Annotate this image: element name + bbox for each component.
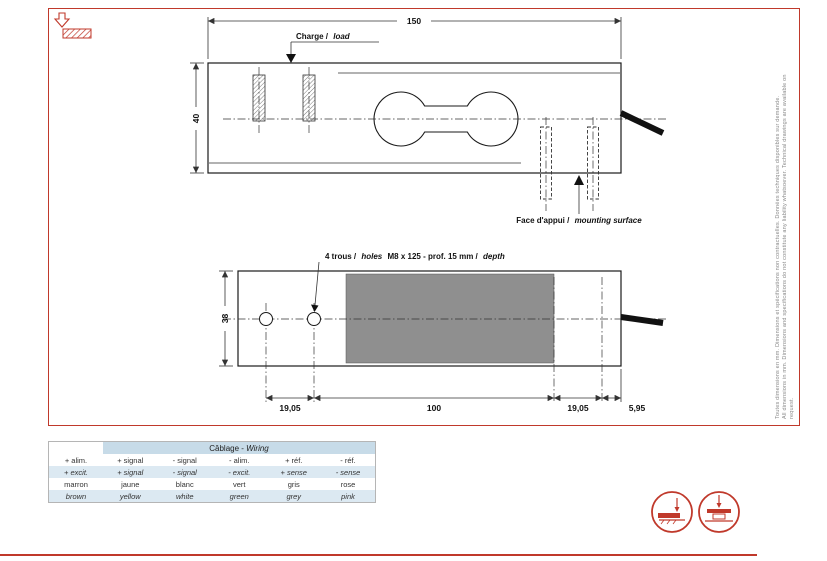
projection-arrow-icon xyxy=(53,12,71,28)
holes-leader-arrow xyxy=(311,304,319,312)
svg-text:Face d'appui / mou: Face d'appui / mounting surface xyxy=(516,216,642,225)
wiring-row-fr-colors: marron jaune blanc vert gris rose xyxy=(49,478,376,490)
wiring-cell: + réf. xyxy=(285,455,303,465)
wiring-cell: - alim. xyxy=(229,455,250,465)
svg-text:Charge / load: Charge / load xyxy=(296,32,351,41)
wiring-cell: - excit. xyxy=(212,466,267,478)
wiring-cell: + excit. xyxy=(48,466,103,478)
wiring-header-en: Wiring xyxy=(246,443,269,453)
wiring-cell: marron xyxy=(64,479,88,489)
wiring-cell: + signal xyxy=(117,455,144,465)
charge-arrow xyxy=(286,54,296,63)
wiring-cell: - réf. xyxy=(340,455,356,465)
wiring-cell: white xyxy=(157,490,212,503)
side-note-en: All dimensions in mm. Dimensions and spe… xyxy=(782,74,795,419)
side-note: Toutes dimensions en mm. Dimensions et s… xyxy=(775,54,796,419)
dim-pitch-left-value: 19,05 xyxy=(279,403,301,413)
wiring-cell: brown xyxy=(48,490,103,503)
wiring-cell: blanc xyxy=(175,479,194,489)
wiring-header-fr: Câblage - xyxy=(209,443,244,453)
mount-hole xyxy=(259,312,273,326)
dim-length-value: 150 xyxy=(407,16,421,26)
recess-area xyxy=(345,273,555,364)
side-view: Charge / load Face d'appui / mounting su… xyxy=(190,16,667,225)
dim-height-value: 40 xyxy=(191,114,201,124)
holes-note-en: holes xyxy=(361,252,382,261)
wiring-cell: vert xyxy=(232,479,246,489)
wiring-cell: green xyxy=(212,490,267,503)
wiring-cell: - signal xyxy=(172,455,197,465)
hatched-bar-icon xyxy=(62,28,92,39)
dim-pitch-right-value: 19,05 xyxy=(567,403,589,413)
mount-hole xyxy=(307,312,321,326)
dim-edge-value: 5,95 xyxy=(629,403,646,413)
wiring-row-en-colors: brown yellow white green grey pink xyxy=(48,490,376,503)
charge-label-en: load xyxy=(333,32,351,41)
load-cell-platform-icon xyxy=(698,491,740,533)
wiring-cell: + alim. xyxy=(64,455,88,465)
load-cell-side-mount-icon xyxy=(651,491,693,533)
load-studs xyxy=(252,67,316,133)
side-note-fr: Toutes dimensions en mm. Dimensions et s… xyxy=(775,95,781,419)
mounting-arrow xyxy=(574,175,584,185)
charge-label-fr: Charge / xyxy=(296,32,329,41)
top-view: 4 trous / holes M8 x 125 - prof. 15 mm /… xyxy=(219,252,667,413)
wiring-cell: rose xyxy=(340,479,356,489)
dim-width: 38 xyxy=(219,270,233,367)
cable-side xyxy=(619,110,665,136)
footer-rule xyxy=(0,554,757,556)
wiring-cell: grey xyxy=(266,490,321,503)
technical-drawing: Charge / load Face d'appui / mounting su… xyxy=(53,12,667,413)
holes-note-spec: M8 x 125 - prof. 15 mm / xyxy=(388,252,479,261)
dim-center-value: 100 xyxy=(427,403,441,413)
wiring-row-en-signals: + excit. + signal - signal - excit. + se… xyxy=(48,466,376,478)
holes-note-depth: depth xyxy=(483,252,505,261)
wiring-cell: jaune xyxy=(121,479,140,489)
svg-text:4 trous / holes: 4 trous / holes M8 x 125 - prof. 15 mm /… xyxy=(325,252,505,261)
cable-top xyxy=(620,314,664,326)
wiring-cell: gris xyxy=(287,479,300,489)
holes-callout: 4 trous / holes M8 x 125 - prof. 15 mm /… xyxy=(311,252,505,312)
wiring-cell: - signal xyxy=(157,466,212,478)
mounting-bolts-hidden xyxy=(540,117,599,211)
wiring-header-spacer xyxy=(49,442,104,455)
wiring-table: Câblage - Wiring + alim. + signal - sign… xyxy=(48,441,376,503)
application-icons xyxy=(645,486,755,538)
dim-chain: 19,05 100 19,05 5,95 xyxy=(266,394,646,413)
dim-length: 150 xyxy=(207,16,622,59)
wiring-cell: pink xyxy=(321,490,376,503)
dim-width-value: 38 xyxy=(220,314,230,324)
holes-note-fr: 4 trous / xyxy=(325,252,357,261)
dim-height: 40 xyxy=(190,62,204,174)
mounting-label-en: mounting surface xyxy=(575,216,643,225)
wiring-cell: + sense xyxy=(266,466,321,478)
wiring-row-fr-signals: + alim. + signal - signal - alim. + réf.… xyxy=(49,454,376,466)
drawing-frame: Charge / load Face d'appui / mounting su… xyxy=(48,8,800,426)
charge-callout: Charge / load xyxy=(286,32,379,63)
wiring-cell: yellow xyxy=(103,490,158,503)
mounting-label-fr: Face d'appui / xyxy=(516,216,570,225)
wiring-cell: + signal xyxy=(103,466,158,478)
wiring-header: Câblage - Wiring xyxy=(103,441,376,454)
wiring-cell: - sense xyxy=(321,466,376,478)
mounting-surface-callout: Face d'appui / mounting surface xyxy=(516,175,642,225)
